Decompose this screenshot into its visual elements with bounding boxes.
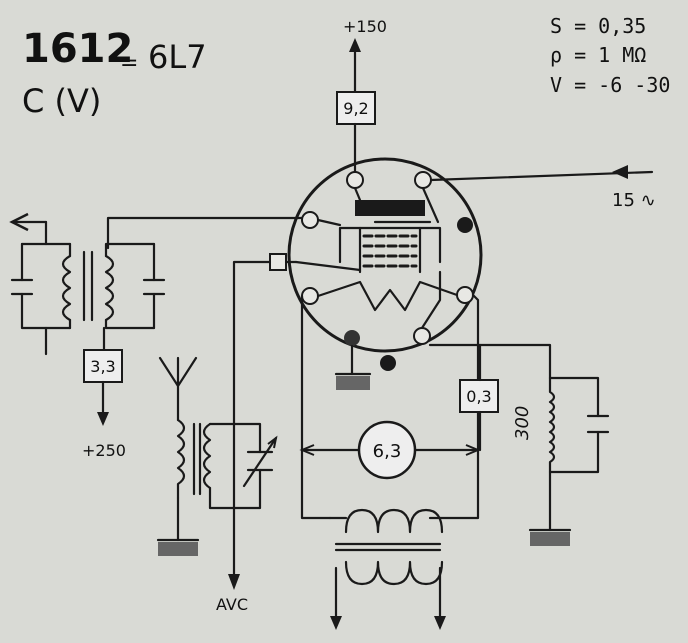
screen-supply-label: +250 [82,441,126,460]
screen-voltage-box [83,349,123,383]
screen-output-wire [106,216,304,250]
equals-sign: = [120,51,138,76]
plate-voltage-label: 9,2 [343,99,368,118]
screen-voltage-label: 3,3 [90,357,115,376]
heater-arrow-left [299,444,315,456]
heater-transformer [328,508,446,630]
screen-lead [316,218,342,227]
antenna-input [156,356,278,556]
cathode-lead [420,270,442,330]
grid1-lead [294,260,362,272]
anode-lead [353,186,362,202]
tube-number: 1612 [22,26,133,72]
heater-voltage-label: 6,3 [373,441,402,462]
param-s: S = 0,35 [550,14,646,38]
cathode-wire [428,343,552,380]
pin-heater-right [456,286,474,304]
tube-class: C (V) [22,82,101,120]
param-v: V = -6 -30 [550,73,670,97]
pin-heater-left [301,287,319,305]
screen-supply-arrow [97,412,109,426]
avc-arrow [228,574,240,590]
pin-bottom [380,355,396,371]
cathode-rc [528,376,610,546]
equivalent-tube: 6L7 [148,38,207,76]
tube-envelope [287,157,483,353]
pin-shell [344,330,360,346]
grid3-lead [421,186,440,224]
avc-label: AVC [216,595,248,614]
if-transformer [9,212,166,356]
plate-supply-label: +150 [343,17,387,36]
param-rho: ρ = 1 MΩ [550,43,646,67]
grid-structure [338,220,442,274]
grid-feed-wire [232,260,272,582]
anode-plate [355,200,425,216]
heater-left-wire [300,294,332,520]
cathode-resistor-label: 300 [512,406,533,440]
pin-cathode [413,327,431,345]
osc-input-arrow [612,165,628,179]
pin-screen [301,211,319,229]
heater-arrow-right [465,444,481,456]
cathode-voltage-label: 0,3 [466,387,491,406]
heater-voltage-circle [357,420,417,480]
grid-cap [269,253,287,271]
pin-grid3 [414,171,432,189]
pin-dark-right [457,217,473,233]
heater-filament [316,280,459,312]
cathode-voltage-box [459,379,499,413]
shell-ground [334,344,372,390]
osc-label: 15 ∿ [612,190,656,211]
pin-plate [346,171,364,189]
plate-supply-arrow [349,38,361,52]
